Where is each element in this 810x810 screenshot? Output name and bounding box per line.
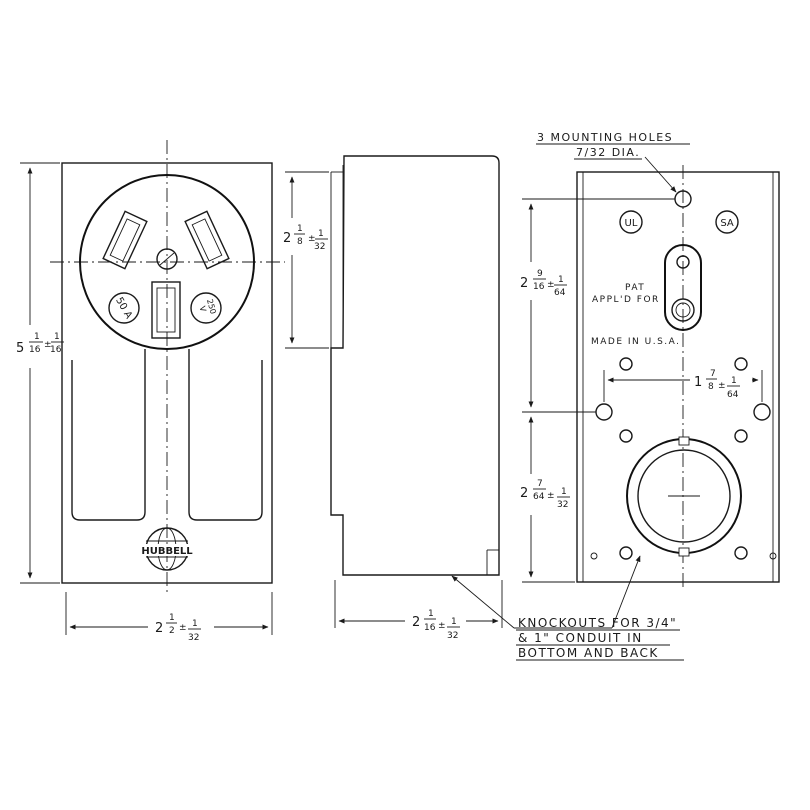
back-outline xyxy=(576,171,780,583)
svg-text:2: 2 xyxy=(412,615,420,630)
patent-text-1: PAT xyxy=(625,283,645,293)
knockouts-line-3: BOTTOM AND BACK xyxy=(518,646,659,660)
svg-text:±: ± xyxy=(179,623,187,633)
front-view: 50 A 250 V HUBBELL 5 1 16 ± 1 1 xyxy=(16,140,285,643)
face-dimension-label: 2 1 8 ± 1 32 xyxy=(283,224,328,252)
knockout-leader-back xyxy=(611,555,641,629)
svg-text:1: 1 xyxy=(731,376,737,386)
svg-text:32: 32 xyxy=(188,633,199,643)
amp-rating-text: 50 A xyxy=(113,296,134,321)
width-dimension-label: 2 1 2 ± 1 32 xyxy=(155,613,201,643)
svg-text:1: 1 xyxy=(169,613,175,623)
svg-text:32: 32 xyxy=(557,500,568,510)
side-view: 2 1 8 ± 1 32 2 1 16 ± 1 32 xyxy=(283,155,503,641)
svg-text:9: 9 xyxy=(537,269,543,279)
left-mounting-hole xyxy=(595,403,613,421)
knockout-leader-side xyxy=(451,575,515,629)
svg-text:1: 1 xyxy=(192,619,198,629)
svg-text:1: 1 xyxy=(561,487,567,497)
svg-text:16: 16 xyxy=(50,345,62,355)
receptacle-face xyxy=(79,174,255,350)
svg-text:16: 16 xyxy=(29,345,41,355)
svg-text:64: 64 xyxy=(533,492,545,502)
patent-slot xyxy=(664,244,702,331)
svg-text:1: 1 xyxy=(54,332,60,342)
svg-text:1: 1 xyxy=(558,275,564,285)
svg-text:64: 64 xyxy=(554,288,566,298)
face-screw xyxy=(156,248,178,270)
svg-text:2: 2 xyxy=(283,231,291,246)
svg-text:1: 1 xyxy=(318,229,324,239)
svg-text:±: ± xyxy=(308,234,316,244)
svg-text:±: ± xyxy=(44,340,52,350)
svg-text:1: 1 xyxy=(694,375,702,390)
right-mounting-hole xyxy=(753,403,771,421)
svg-text:±: ± xyxy=(547,280,555,290)
lower-dimension-label: 2 7 64 ± 1 32 xyxy=(520,479,570,510)
height-dimension-label: 5 1 16 ± 1 16 xyxy=(16,332,64,356)
svg-text:±: ± xyxy=(438,621,446,631)
conduit-knockout-inner xyxy=(637,449,731,543)
svg-text:2: 2 xyxy=(520,486,528,501)
svg-text:8: 8 xyxy=(708,382,714,392)
right-slot xyxy=(184,210,230,270)
hubbell-seal: HUBBELL xyxy=(141,527,193,571)
svg-text:UL: UL xyxy=(625,218,638,229)
back-view: UL SA PAT APPL'D FOR MADE IN U.S.A. 1 xyxy=(520,131,780,590)
svg-text:64: 64 xyxy=(727,390,739,400)
volt-rating-unit: V xyxy=(198,305,208,313)
mounting-holes-dia: 7/32 DIA. xyxy=(576,146,640,159)
svg-text:8: 8 xyxy=(297,237,303,247)
upper-dimension-label: 2 9 16 ± 1 64 xyxy=(520,269,567,298)
front-right-web xyxy=(188,349,263,521)
mounting-holes-leader xyxy=(644,156,677,193)
amp-rating-circle xyxy=(108,292,140,324)
ul-mark xyxy=(619,210,643,234)
svg-text:1: 1 xyxy=(428,609,434,619)
svg-text:7: 7 xyxy=(710,369,716,379)
knockouts-line-2: & 1" CONDUIT IN xyxy=(518,631,643,645)
svg-text:2: 2 xyxy=(169,626,175,636)
svg-text:1: 1 xyxy=(34,332,40,342)
csa-mark xyxy=(715,210,739,234)
svg-text:16: 16 xyxy=(424,623,436,633)
volt-rating-text: 250 xyxy=(205,298,218,315)
svg-text:32: 32 xyxy=(447,631,458,641)
patent-text-2: APPL'D FOR xyxy=(592,295,660,305)
hubbell-logo-text: HUBBELL xyxy=(141,546,193,557)
svg-text:2: 2 xyxy=(155,621,163,636)
svg-text:1: 1 xyxy=(451,617,457,627)
span-dimension-label: 1 7 8 ± 1 64 xyxy=(694,369,740,400)
knockouts-note: KNOCKOUTS FOR 3/4" & 1" CONDUIT IN BOTTO… xyxy=(451,555,684,661)
svg-text:2: 2 xyxy=(520,276,528,291)
left-slot xyxy=(102,210,148,270)
made-in-text: MADE IN U.S.A. xyxy=(591,337,681,347)
svg-text:5: 5 xyxy=(16,341,24,356)
svg-text:32: 32 xyxy=(314,242,325,252)
svg-text:16: 16 xyxy=(533,282,545,292)
knockouts-line-1: KNOCKOUTS FOR 3/4" xyxy=(518,616,677,630)
depth-dimension-label: 2 1 16 ± 1 32 xyxy=(412,609,460,641)
mounting-holes-label: 3 MOUNTING HOLES xyxy=(537,131,673,144)
svg-text:1: 1 xyxy=(297,224,303,234)
front-left-web xyxy=(71,349,146,521)
svg-text:SA: SA xyxy=(720,218,734,229)
svg-text:7: 7 xyxy=(537,479,543,489)
ground-slot xyxy=(151,281,181,339)
side-outline xyxy=(330,155,500,576)
svg-text:±: ± xyxy=(547,491,555,501)
volt-rating-circle xyxy=(190,292,222,324)
svg-text:±: ± xyxy=(718,381,726,391)
